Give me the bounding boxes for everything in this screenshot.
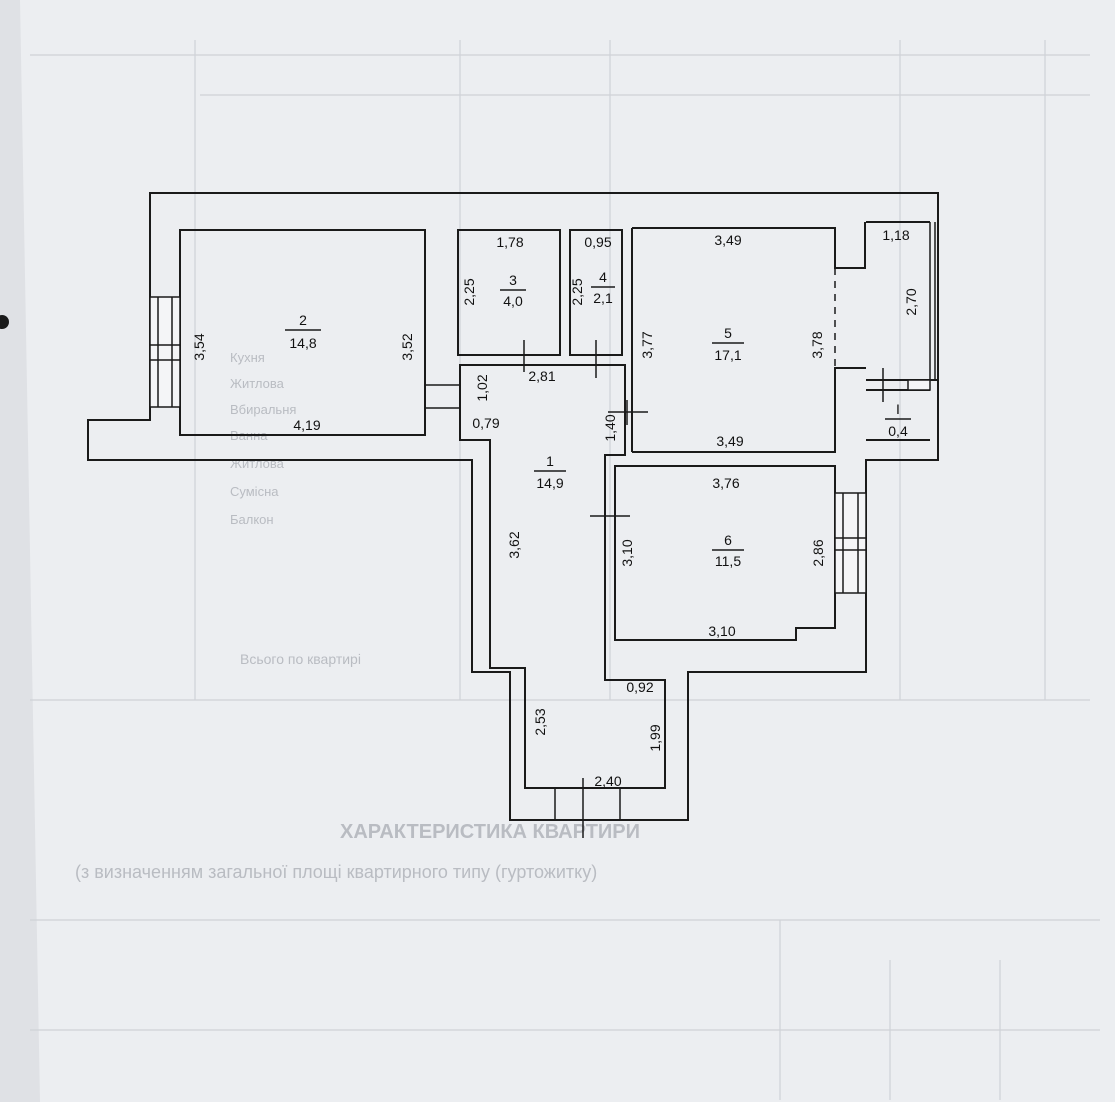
dim-r5-right: 3,78: [809, 331, 825, 358]
dim-r3-top: 1,78: [496, 234, 523, 250]
room-5-label: 5 17,1: [712, 325, 744, 363]
ghost-legend-2: Житлова: [230, 376, 285, 391]
svg-text:14,8: 14,8: [289, 335, 316, 351]
background-table: Кухня Житлова Вбиральня Ванна Житлова Су…: [30, 40, 1100, 1100]
room-4-label: 4 2,1: [591, 269, 615, 306]
window-room-2: [149, 296, 181, 408]
dim-r2-bottom: 4,19: [293, 417, 320, 433]
svg-text:0,4: 0,4: [888, 423, 908, 439]
room-6-label: 6 11,5: [712, 532, 744, 569]
dim-r5-bottom: 3,49: [716, 433, 743, 449]
room-1-label: 1 14,9: [534, 453, 566, 491]
balcony-outline: [866, 221, 938, 441]
ghost-legend-7: Балкон: [230, 512, 274, 527]
dim-r6-left: 3,10: [619, 539, 635, 566]
ghost-legend-1: Кухня: [230, 350, 265, 365]
entrance-door: [554, 778, 621, 838]
dim-corr-d: 2,40: [594, 773, 621, 789]
room-6-outline: [614, 465, 836, 641]
svg-text:2: 2: [299, 312, 307, 328]
dim-r2-right: 3,52: [399, 333, 415, 360]
dim-r3-left: 2,25: [461, 278, 477, 305]
svg-text:11,5: 11,5: [715, 553, 741, 569]
svg-text:6: 6: [724, 532, 732, 548]
room-2-label: 2 14,8: [285, 312, 321, 351]
dim-balcony-top: 1,18: [882, 227, 909, 243]
balcony-label: I 0,4: [885, 401, 911, 439]
dim-r6-bottom: 3,10: [708, 623, 735, 639]
ghost-table-total: Всього по квартирі: [240, 651, 361, 667]
dim-r5-left: 3,77: [639, 331, 655, 358]
paper-fold-left: [0, 0, 40, 1102]
dim-r6-right: 2,86: [810, 539, 826, 566]
svg-text:I: I: [896, 401, 900, 417]
svg-text:5: 5: [724, 325, 732, 341]
svg-text:2,1: 2,1: [593, 290, 613, 306]
ghost-heading: ХАРАКТЕРИСТИКА КВАРТИРИ: [340, 821, 640, 843]
svg-text:4,0: 4,0: [503, 293, 523, 309]
room-3-outline: [457, 229, 561, 356]
door-room-2: [424, 370, 460, 420]
svg-text:1: 1: [546, 453, 554, 469]
dim-balcony-right: 2,70: [903, 288, 919, 315]
dim-hall-e: 3,62: [506, 531, 522, 558]
ghost-legend-5: Житлова: [230, 456, 285, 471]
svg-text:14,9: 14,9: [536, 475, 563, 491]
dim-corr-c: 1,99: [647, 724, 663, 751]
dim-r6-top: 3,76: [712, 475, 739, 491]
dim-corr-a: 0,92: [626, 679, 653, 695]
dim-corr-b: 2,53: [532, 708, 548, 735]
dim-hall-a: 1,02: [474, 374, 490, 401]
ghost-subheading: (з визначенням загальної площі квартирно…: [75, 862, 597, 882]
dim-r2-left: 3,54: [191, 333, 207, 360]
room-3-label: 3 4,0: [500, 272, 526, 309]
punch-hole: [0, 315, 9, 329]
dim-r4-top: 0,95: [584, 234, 611, 250]
ghost-legend-6: Сумісна: [230, 484, 279, 499]
dimension-labels: 4,19 1,78 0,95 3,49 1,18 3,49 2,81 0,79 …: [191, 227, 919, 789]
dim-r5-top: 3,49: [714, 232, 741, 248]
dim-hall-d: 1,40: [602, 414, 618, 441]
room-1-outline: [459, 364, 666, 789]
svg-text:17,1: 17,1: [714, 347, 741, 363]
svg-text:4: 4: [599, 269, 607, 285]
dim-hall-b: 2,81: [528, 368, 555, 384]
dim-hall-c: 0,79: [472, 415, 499, 431]
ghost-legend-3: Вбиральня: [230, 402, 296, 417]
dim-r4-left: 2,25: [569, 278, 585, 305]
svg-text:3: 3: [509, 272, 517, 288]
window-room-6: [834, 492, 867, 594]
outer-wall: [87, 192, 939, 821]
